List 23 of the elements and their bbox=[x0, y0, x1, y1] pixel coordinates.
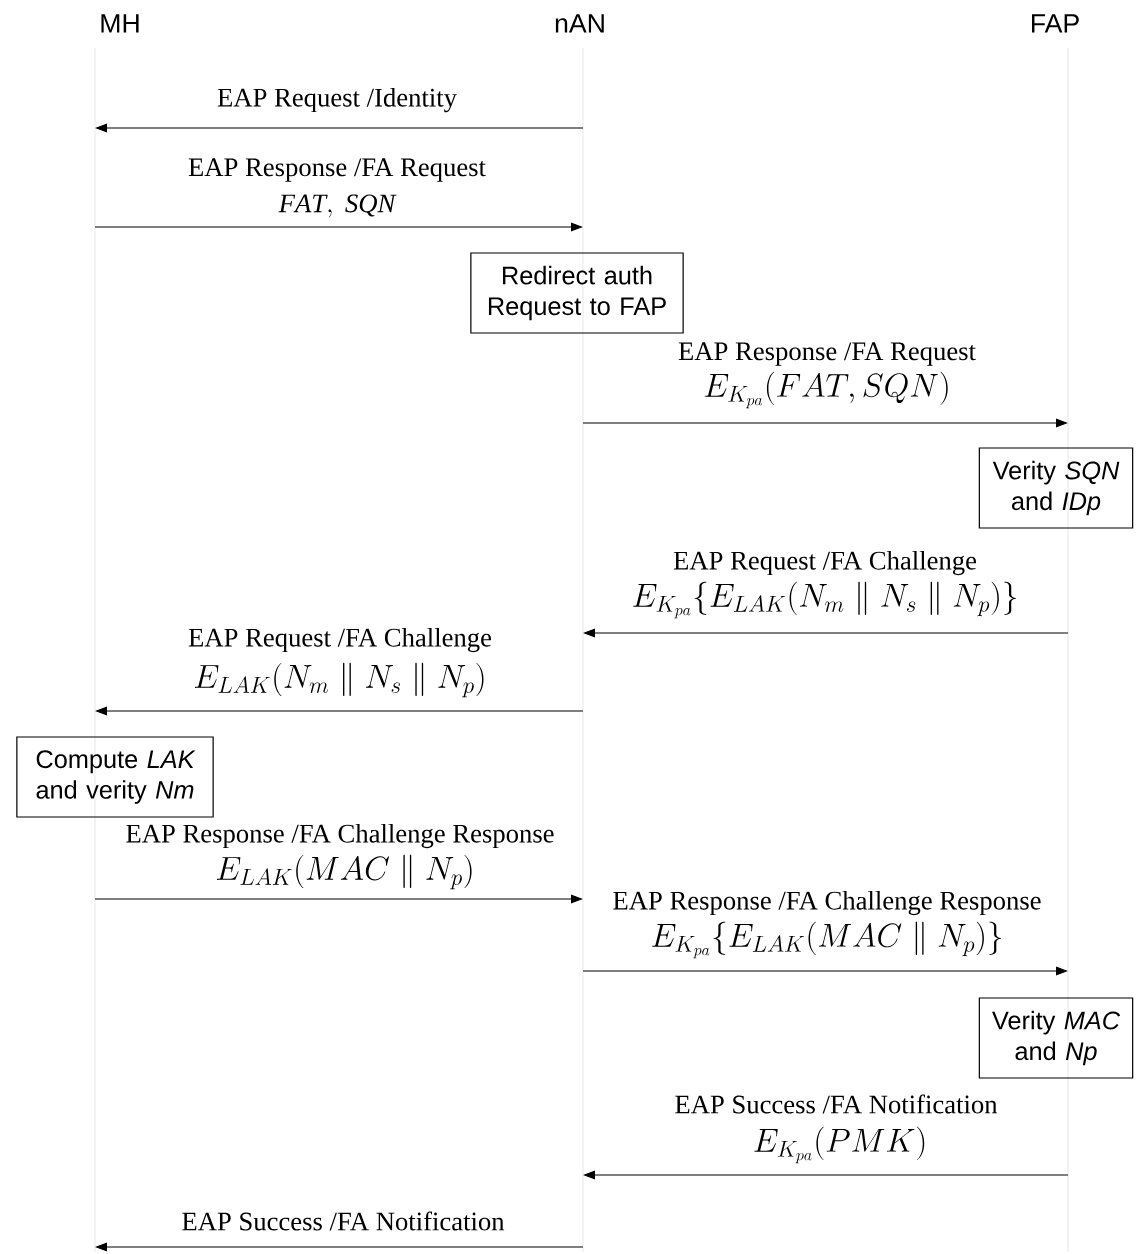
edge-label: EAP Response /FA Challenge Response bbox=[126, 823, 554, 849]
process-box: Redirect auth Request to FAP bbox=[470, 252, 684, 334]
formula: $E_{K_{pa}}\{E_{LAK}(N_m \parallel N_s \parallel N_p)\}$ bbox=[633, 581, 1016, 619]
process-box: Verity MAC and Np bbox=[978, 997, 1134, 1079]
edge-label: EAP Request /Identity bbox=[217, 87, 457, 113]
edge-label: EAP Success /FA Notification bbox=[675, 1094, 998, 1114]
edge-label: EAP Response /FA Request bbox=[188, 158, 486, 182]
edge-label: EAP Response /FA Request bbox=[678, 342, 976, 366]
formula: $E_{K_{pa}}(PMK)$ bbox=[754, 1126, 925, 1164]
edge-label: EAP Response /FA Challenge Response bbox=[613, 890, 1041, 916]
formula: $E_{K_{pa}}(FAT,SQN)$ bbox=[704, 371, 948, 409]
process-box: Compute LAK and verity Nm bbox=[16, 736, 214, 818]
process-box: Verity SQN and IDp bbox=[978, 447, 1134, 529]
participant-label: nAN bbox=[555, 14, 604, 33]
participant-label: FAP bbox=[1032, 14, 1079, 33]
formula: $E_{LAK}(MAC \parallel N_p)$ bbox=[216, 854, 472, 890]
edge-label: EAP Success /FA Notification bbox=[182, 1211, 505, 1231]
edge-label: EAP Request /FA Challenge bbox=[188, 627, 492, 653]
participant-label: MH bbox=[101, 14, 139, 33]
formula: $\mathit{FAT},\ \mathit{SQN}$ bbox=[278, 194, 397, 218]
edge-label: EAP Request /FA Challenge bbox=[673, 550, 977, 576]
formula: $E_{K_{pa}}\{E_{LAK}(MAC \parallel N_p)\}$ bbox=[652, 921, 1002, 959]
formula: $E_{LAK}(N_m \parallel N_s \parallel N_p)$ bbox=[195, 662, 484, 698]
